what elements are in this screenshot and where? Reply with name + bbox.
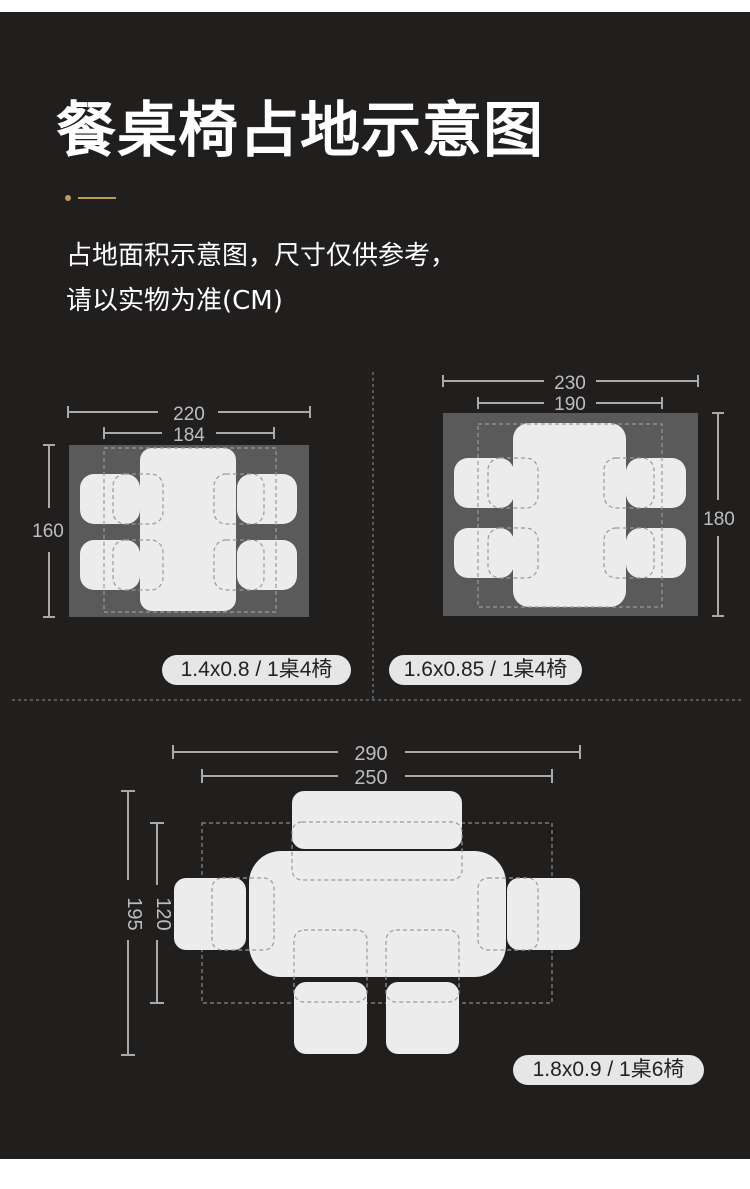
chair	[237, 474, 297, 524]
layout-1-width-outer: 220	[173, 404, 205, 425]
layout-1-width-inner: 184	[173, 425, 205, 446]
chair	[626, 528, 686, 578]
layout-2-plan: 230 190 180	[442, 373, 735, 617]
subtitle-line-2: 请以实物为准(CM)	[66, 286, 283, 316]
layout-1-plan: 220 184 160	[32, 404, 311, 618]
chair	[292, 791, 462, 849]
subtitle-line-1: 占地面积示意图，尺寸仅供参考，	[66, 241, 457, 271]
layout-2-label: 1.6x0.85 / 1桌4椅	[389, 655, 582, 685]
layout-3-depth-outer: 195	[123, 897, 145, 930]
layout-2-width-outer: 230	[554, 373, 586, 394]
chair	[237, 540, 297, 590]
chair	[454, 458, 514, 508]
dining-table	[249, 851, 506, 977]
chair	[174, 878, 246, 950]
page-title: 餐桌椅占地示意图	[56, 96, 544, 166]
layout-2-depth: 180	[703, 509, 735, 530]
title-accent-dot	[65, 195, 71, 201]
title-accent-line	[78, 197, 116, 199]
layout-1-label: 1.4x0.8 / 1桌4椅	[162, 655, 351, 685]
chair	[454, 528, 514, 578]
dining-table	[513, 423, 626, 607]
layout-1-depth: 160	[32, 521, 64, 542]
chair	[507, 878, 580, 950]
layout-3-width-inner: 250	[354, 767, 387, 789]
chair	[80, 474, 140, 524]
layout-2-width-inner: 190	[554, 394, 586, 415]
chair	[386, 982, 459, 1054]
layout-3-depth-inner: 120	[152, 897, 174, 930]
chair	[626, 458, 686, 508]
chair	[294, 982, 367, 1054]
layout-3-label: 1.8x0.9 / 1桌6椅	[513, 1055, 704, 1085]
layout-3-plan: 290 250 195 120	[121, 743, 581, 1056]
chair	[80, 540, 140, 590]
layout-3-width-outer: 290	[354, 743, 387, 765]
dining-table	[140, 448, 236, 611]
